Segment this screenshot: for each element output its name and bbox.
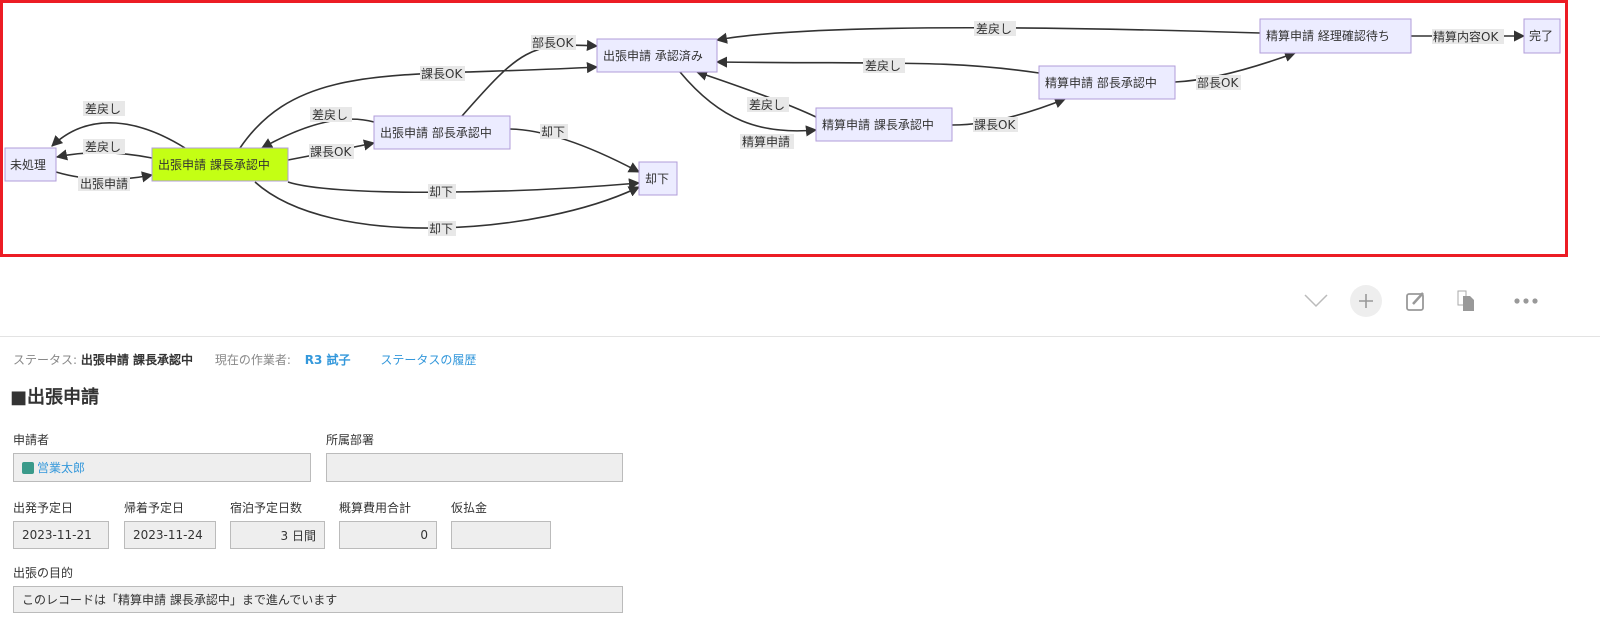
edge-label-return: 差戻し <box>747 97 789 112</box>
assignee-label: 現在の作業者: <box>214 353 291 367</box>
edge-label-dept-ok: 部長OK <box>531 35 576 50</box>
flow-svg: 出張申請 差戻し 差戻し 課長OK 課長OK 差戻し 部長OK 却下 却下 却下… <box>4 18 1561 236</box>
copy-button[interactable] <box>1450 285 1482 317</box>
edge-label-section-ok: 課長OK <box>973 117 1018 132</box>
svg-text:完了: 完了 <box>1529 28 1553 43</box>
edge-label-reject: 却下 <box>428 184 456 199</box>
depart-date-field: 2023-11-21 <box>13 521 109 549</box>
node-done: 完了 <box>1523 18 1561 54</box>
svg-text:却下: 却下 <box>645 172 669 186</box>
edges <box>51 26 1526 229</box>
add-button[interactable] <box>1350 285 1382 317</box>
edit-icon <box>1406 292 1424 311</box>
plus-icon <box>1359 294 1373 308</box>
purpose-field: このレコードは「精算申請 課長承認中」まで進んでいます <box>13 586 623 613</box>
svg-text:部長OK: 部長OK <box>1197 75 1239 90</box>
edge-label-return: 差戻し <box>83 139 125 154</box>
edge-label-apply-exp: 精算申請 <box>740 134 794 149</box>
edge-label-apply-trip: 出張申請 <box>78 176 130 191</box>
status-label: ステータス: <box>13 353 78 367</box>
svg-text:課長OK: 課長OK <box>974 117 1016 132</box>
department-label: 所属部署 <box>326 433 375 447</box>
svg-text:未処理: 未処理 <box>10 158 46 172</box>
svg-text:差戻し: 差戻し <box>85 102 121 116</box>
return-date-label: 帰着予定日 <box>124 501 185 515</box>
svg-text:差戻し: 差戻し <box>749 98 785 112</box>
edge-label-reject: 却下 <box>428 221 456 236</box>
advance-label: 仮払金 <box>451 501 488 515</box>
chevron-down-icon <box>1304 294 1328 308</box>
edge-label-return: 差戻し <box>974 21 1016 36</box>
edge-label-section-ok: 課長OK <box>309 144 354 159</box>
node-unprocessed: 未処理 <box>4 147 57 182</box>
nights-field: 3 日間 <box>230 521 325 549</box>
department-field <box>326 453 623 482</box>
svg-text:精算申請 部長承認中: 精算申請 部長承認中 <box>1045 75 1157 90</box>
more-button[interactable] <box>1510 285 1542 317</box>
edge-label-return: 差戻し <box>83 101 125 116</box>
section-title: ■出張申請 <box>10 387 100 408</box>
status-bar: ステータス: 出張申請 課長承認中 現在の作業者: R3 試子 ステータスの履歴 <box>13 351 476 368</box>
svg-text:差戻し: 差戻し <box>976 22 1012 36</box>
node-exp-dept: 精算申請 部長承認中 <box>1038 65 1176 100</box>
node-exp-section: 精算申請 課長承認中 <box>815 107 953 142</box>
node-trip-section-current: 出張申請 課長承認中 <box>151 147 289 182</box>
copy-icon <box>1457 290 1474 311</box>
svg-text:却下: 却下 <box>541 125 565 139</box>
edge-labels: 出張申請 差戻し 差戻し 課長OK 課長OK 差戻し 部長OK 却下 却下 却下… <box>78 21 1504 236</box>
svg-text:差戻し: 差戻し <box>85 140 121 154</box>
node-exp-accounting: 精算申請 経理確認待ち <box>1259 18 1412 54</box>
edge-label-section-ok: 課長OK <box>420 66 465 81</box>
applicant-field: 営業太郎 <box>13 453 311 482</box>
record-toolbar <box>1300 285 1600 319</box>
status-value: 出張申請 課長承認中 <box>80 353 194 367</box>
advance-field <box>451 521 551 549</box>
nodes: 未処理 出張申請 課長承認中 出張申請 部長承認中 出張申請 承認済み 却下 精… <box>4 18 1561 196</box>
node-trip-dept: 出張申請 部長承認中 <box>373 115 511 150</box>
svg-text:出張申請: 出張申請 <box>80 177 128 191</box>
depart-date-label: 出発予定日 <box>13 501 74 515</box>
node-rejected: 却下 <box>638 161 678 196</box>
cost-label: 概算費用合計 <box>339 501 412 515</box>
edge-label-return: 差戻し <box>863 58 905 73</box>
return-date-field: 2023-11-24 <box>124 521 216 549</box>
svg-text:精算申請: 精算申請 <box>742 134 790 149</box>
svg-text:出張申請 課長承認中: 出張申請 課長承認中 <box>158 157 270 172</box>
collapse-button[interactable] <box>1300 285 1332 317</box>
divider <box>0 336 1600 337</box>
user-icon <box>22 461 34 474</box>
edge-label-dept-ok: 部長OK <box>1196 75 1241 90</box>
applicant-label: 申請者 <box>13 433 50 447</box>
applicant-link[interactable]: 営業太郎 <box>37 461 86 475</box>
status-flow-diagram: 出張申請 差戻し 差戻し 課長OK 課長OK 差戻し 部長OK 却下 却下 却下… <box>0 0 1568 257</box>
edge-label-return: 差戻し <box>310 107 352 122</box>
more-icon <box>1514 298 1538 304</box>
svg-text:却下: 却下 <box>429 185 453 199</box>
svg-text:差戻し: 差戻し <box>865 59 901 73</box>
edge-label-reject: 却下 <box>540 124 568 139</box>
assignee-link[interactable]: R3 試子 <box>304 353 351 367</box>
svg-text:精算申請 経理確認待ち: 精算申請 経理確認待ち <box>1266 28 1390 43</box>
svg-text:出張申請 承認済み: 出張申請 承認済み <box>603 48 703 63</box>
edit-button[interactable] <box>1400 285 1432 317</box>
svg-text:精算内容OK: 精算内容OK <box>1433 29 1499 44</box>
nights-label: 宿泊予定日数 <box>230 501 303 515</box>
svg-text:却下: 却下 <box>429 222 453 236</box>
status-history-link[interactable]: ステータスの履歴 <box>380 353 477 367</box>
svg-text:差戻し: 差戻し <box>312 108 348 122</box>
svg-text:精算申請 課長承認中: 精算申請 課長承認中 <box>822 117 934 132</box>
svg-text:出張申請 部長承認中: 出張申請 部長承認中 <box>380 125 492 140</box>
purpose-label: 出張の目的 <box>13 566 74 580</box>
node-trip-approved: 出張申請 承認済み <box>596 38 718 73</box>
cost-field: 0 <box>339 521 437 549</box>
svg-text:課長OK: 課長OK <box>310 144 352 159</box>
edge-label-content-ok: 精算内容OK <box>1432 29 1504 44</box>
svg-text:部長OK: 部長OK <box>532 35 574 50</box>
svg-text:課長OK: 課長OK <box>421 66 463 81</box>
